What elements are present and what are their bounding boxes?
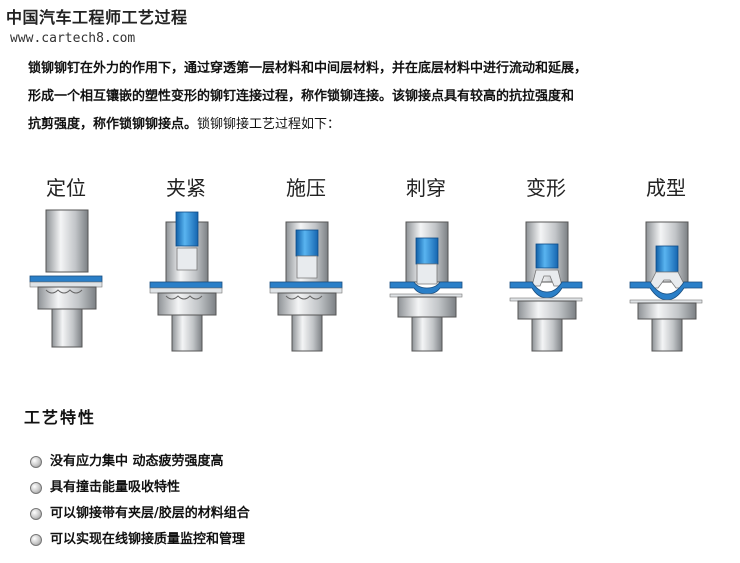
features-title: 工艺特性 bbox=[24, 408, 97, 427]
feature-text: 可以铆接带有夹层/胶层的材料组合 bbox=[50, 506, 250, 521]
bullet-icon bbox=[30, 456, 42, 468]
process-stages: 定位 夹紧 bbox=[0, 172, 740, 362]
stage-deform: 变形 bbox=[496, 172, 596, 362]
stage-diagram bbox=[269, 221, 343, 352]
stage-diagram bbox=[629, 221, 703, 352]
stage-diagram bbox=[389, 221, 463, 352]
stage-locate: 定位 bbox=[16, 172, 116, 362]
stage-label: 施压 bbox=[286, 176, 326, 200]
page-title: 中国汽车工程师工艺过程 bbox=[6, 8, 188, 27]
stage-label: 成型 bbox=[646, 176, 686, 200]
site-url: www.cartech8.com bbox=[10, 31, 136, 46]
stage-label: 定位 bbox=[46, 176, 86, 200]
intro-line-2: 形成一个相互镶嵌的塑性变形的铆钉连接过程，称作锁铆连接。该铆接点具有较高的抗拉强… bbox=[28, 89, 575, 104]
features-list: 没有应力集中 动态疲劳强度高 具有撞击能量吸收特性 可以铆接带有夹层/胶层的材料… bbox=[30, 449, 630, 553]
feature-text: 没有应力集中 动态疲劳强度高 bbox=[50, 454, 224, 469]
stage-form: 成型 bbox=[616, 172, 716, 362]
bullet-icon bbox=[30, 482, 42, 494]
bullet-icon bbox=[30, 508, 42, 520]
list-item: 可以铆接带有夹层/胶层的材料组合 bbox=[30, 501, 630, 527]
list-item: 没有应力集中 动态疲劳强度高 bbox=[30, 449, 630, 475]
stage-press: 施压 bbox=[256, 172, 356, 362]
stage-clamp: 夹紧 bbox=[136, 172, 236, 362]
feature-text: 可以实现在线铆接质量监控和管理 bbox=[50, 532, 246, 547]
stage-label: 夹紧 bbox=[166, 176, 206, 200]
feature-text: 具有撞击能量吸收特性 bbox=[50, 480, 181, 495]
stage-diagram bbox=[149, 211, 223, 352]
stage-label: 刺穿 bbox=[406, 176, 446, 200]
intro-paragraph: 锁铆铆钉在外力的作用下，通过穿透第一层材料和中间层材料，并在底层材料中进行流动和… bbox=[28, 55, 728, 139]
intro-line-3-normal: 锁铆铆接工艺过程如下： bbox=[197, 117, 341, 132]
intro-line-3-bold: 抗剪强度，称作锁铆铆接点。 bbox=[28, 117, 198, 132]
intro-line-1: 锁铆铆钉在外力的作用下，通过穿透第一层材料和中间层材料，并在底层材料中进行流动和… bbox=[28, 61, 588, 76]
list-item: 可以实现在线铆接质量监控和管理 bbox=[30, 527, 630, 553]
intro-line-3: 抗剪强度，称作锁铆铆接点。锁铆铆接工艺过程如下： bbox=[28, 111, 728, 139]
stage-label: 变形 bbox=[526, 176, 566, 200]
stage-diagram bbox=[29, 209, 103, 348]
stage-diagram bbox=[509, 221, 583, 352]
list-item: 具有撞击能量吸收特性 bbox=[30, 475, 630, 501]
bullet-icon bbox=[30, 534, 42, 546]
stage-pierce: 刺穿 bbox=[376, 172, 476, 362]
